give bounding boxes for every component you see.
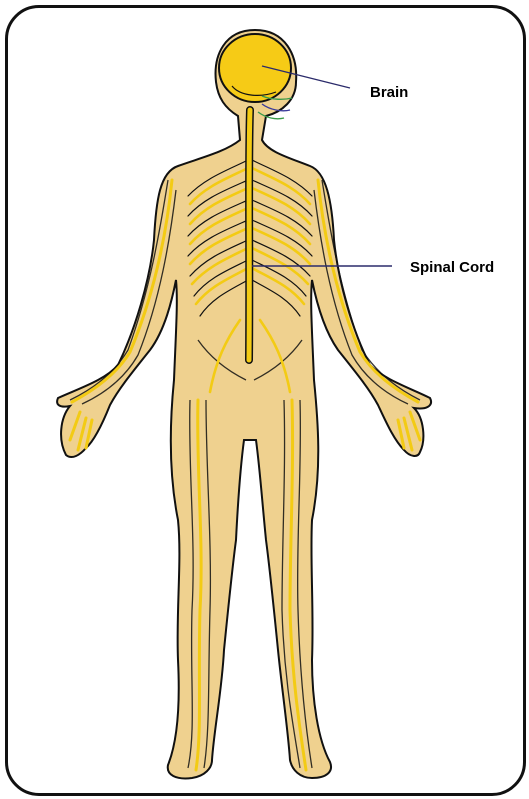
brain-label: Brain: [370, 84, 408, 101]
body-silhouette: [57, 30, 431, 778]
spinal-cord-label: Spinal Cord: [410, 259, 494, 276]
brain-shape: [219, 34, 291, 102]
